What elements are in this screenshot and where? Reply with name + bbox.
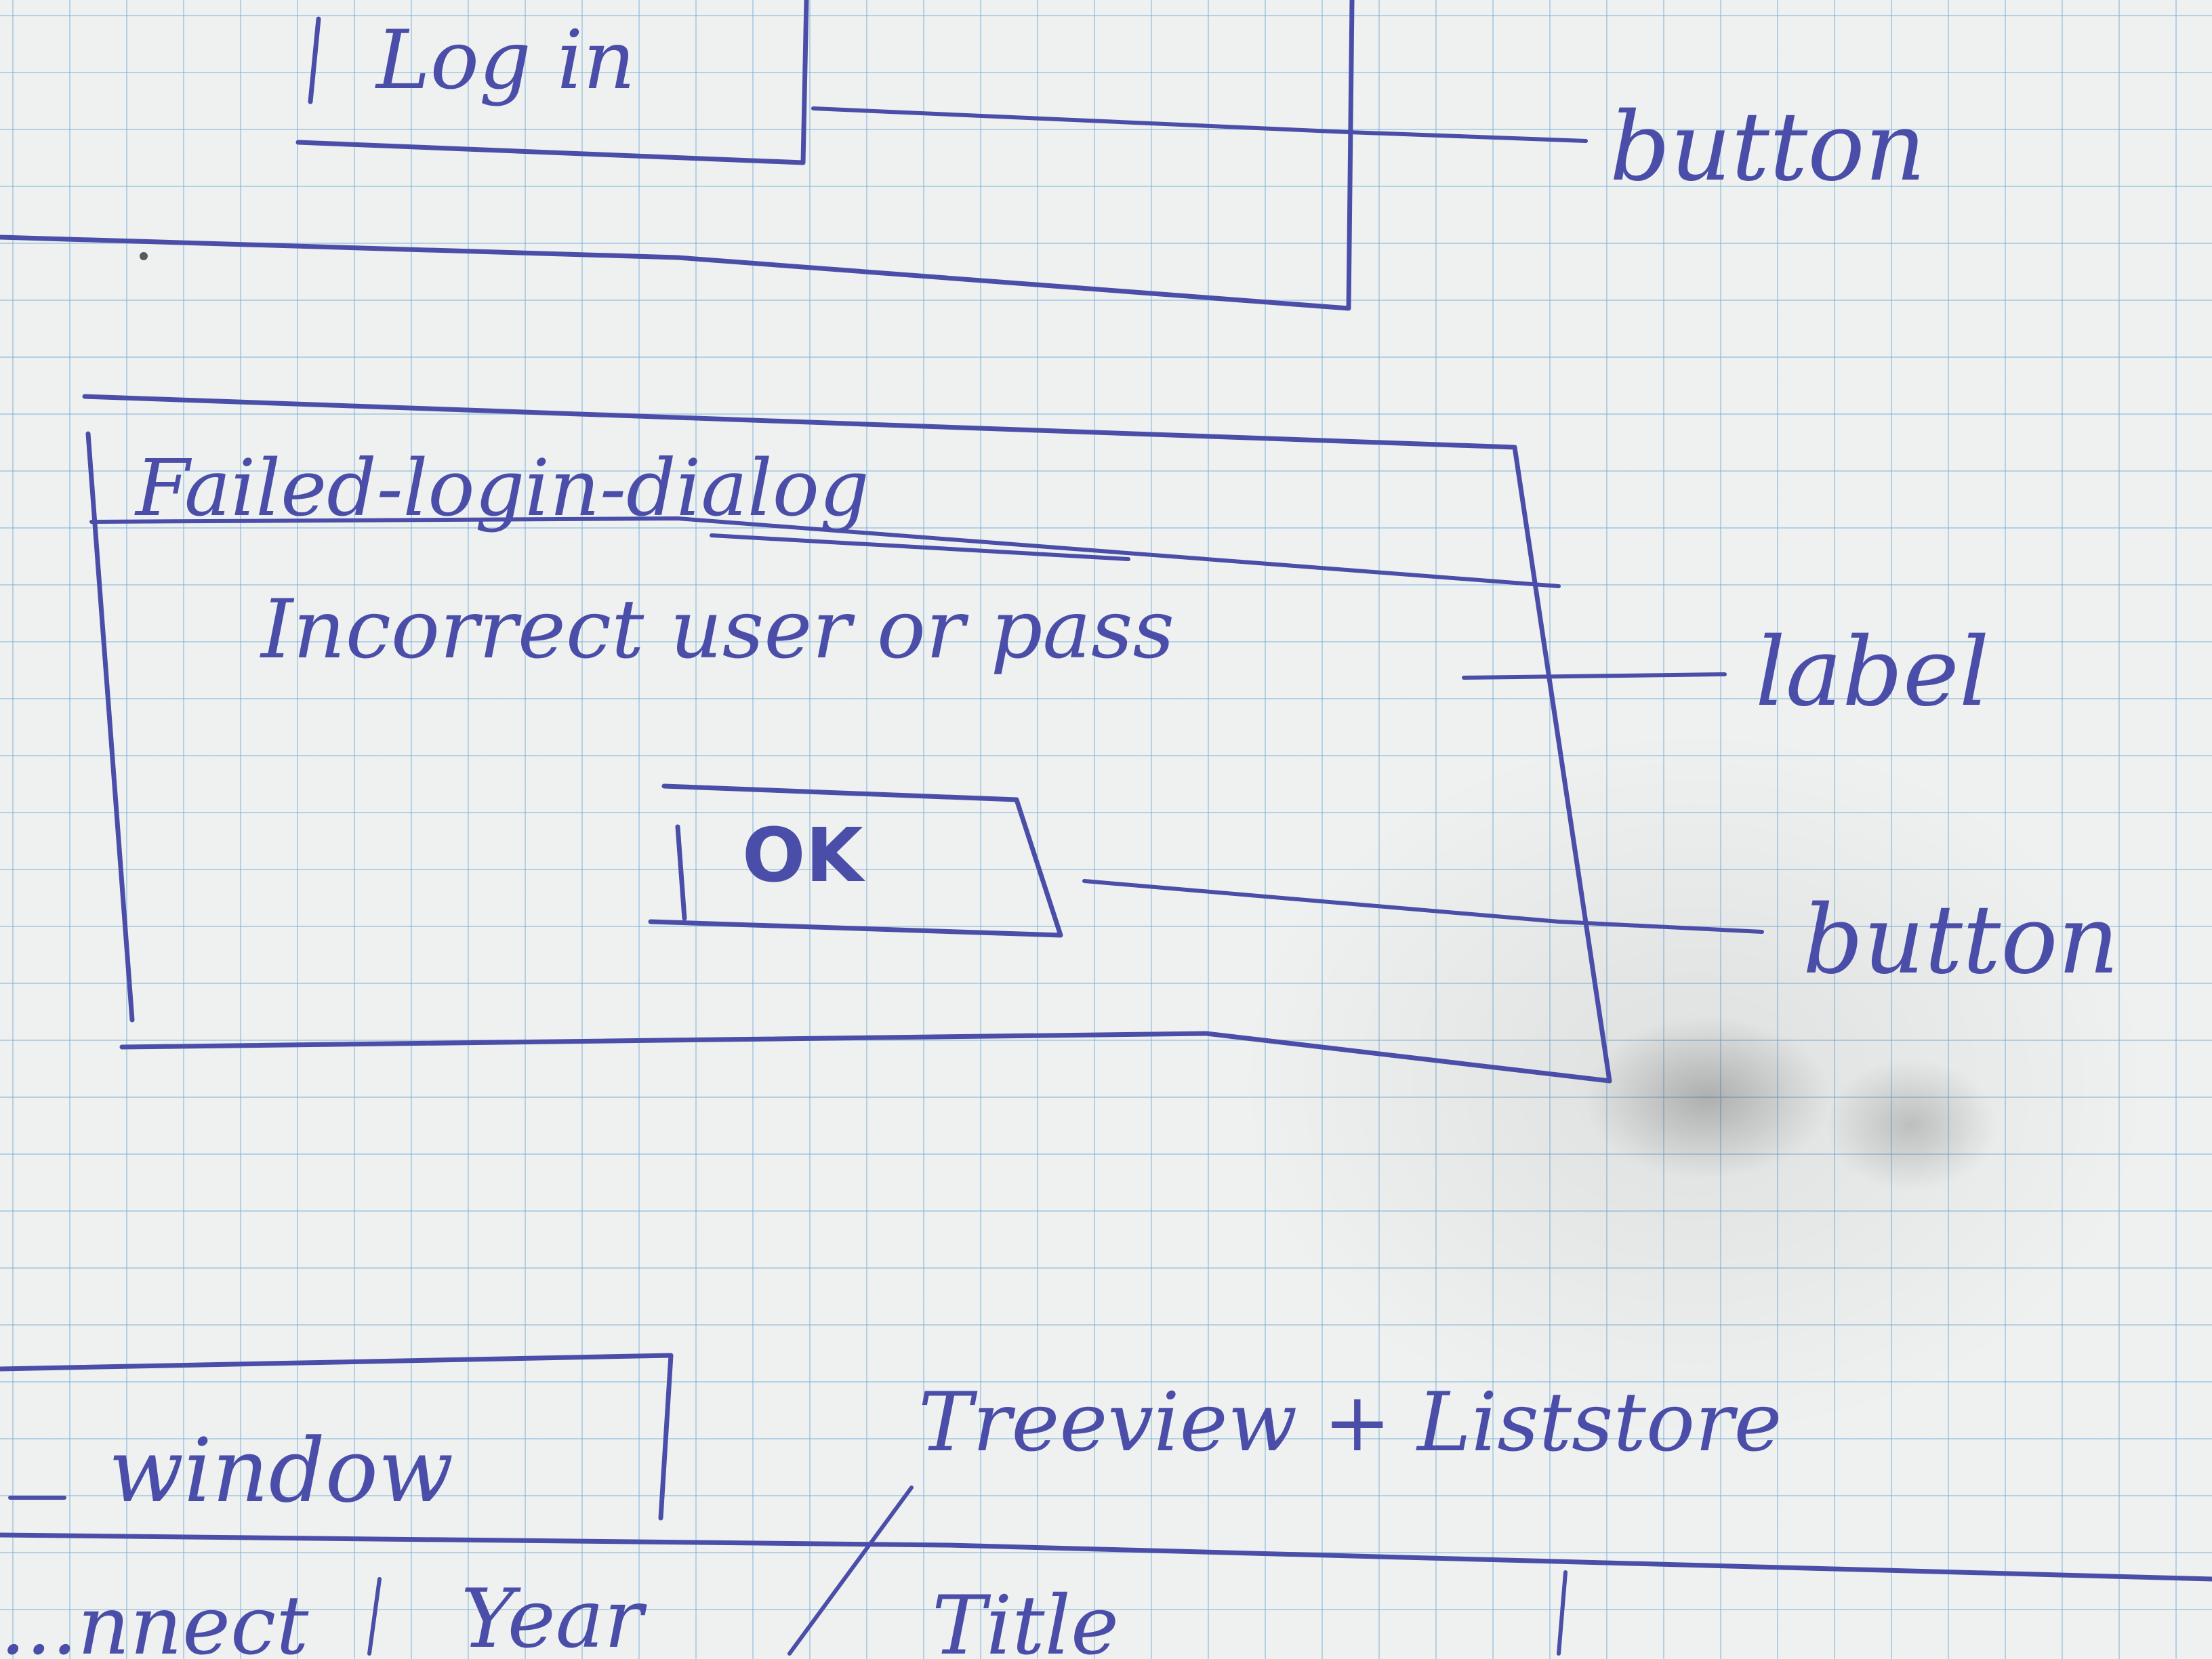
bottom-window-section: window Treeview + Liststore ...nnect Yea…: [0, 1353, 2212, 1659]
ok-connector-line: [1082, 879, 1764, 934]
ok-button-annotation: button: [1803, 885, 2119, 996]
login-button-annotation: button: [1610, 92, 1926, 203]
login-connector-line: [811, 106, 1588, 143]
label-annotation: label: [1755, 617, 1990, 728]
ok-button[interactable]: OK: [742, 812, 866, 899]
dialog-frame: [82, 394, 1612, 1084]
login-button-outline: [295, 0, 809, 165]
failed-login-dialog: Failed-login-dialog Incorrect user or pa…: [82, 394, 2119, 1084]
top-window-section: Log in button: [0, 0, 1926, 311]
column-header-year[interactable]: Year: [461, 1572, 647, 1659]
treeview-header-line: [0, 1532, 2212, 1582]
message-label: Incorrect user or pass: [260, 583, 1174, 677]
column-header-title[interactable]: Title: [932, 1579, 1119, 1659]
treeview-annotation: Treeview + Liststore: [918, 1376, 1782, 1470]
dialog-title-underline: [710, 533, 1130, 561]
column-separator-3: [1557, 1570, 1568, 1656]
column-separator-1: [367, 1577, 382, 1656]
label-connector-line: [1462, 672, 1727, 680]
dialog-titlebar-line: [89, 516, 1561, 588]
pencil-dot: [140, 252, 148, 260]
window-label: window: [108, 1419, 453, 1522]
dialog-title: Failed-login-dialog: [134, 443, 869, 534]
login-button[interactable]: Log in: [375, 14, 636, 108]
column-header-connect[interactable]: ...nnect: [0, 1579, 309, 1659]
window-title-box: [0, 1353, 674, 1521]
ok-button-outline: [648, 783, 1063, 938]
top-window-outline: [0, 0, 1355, 311]
treeview-connector-line: [787, 1486, 914, 1656]
